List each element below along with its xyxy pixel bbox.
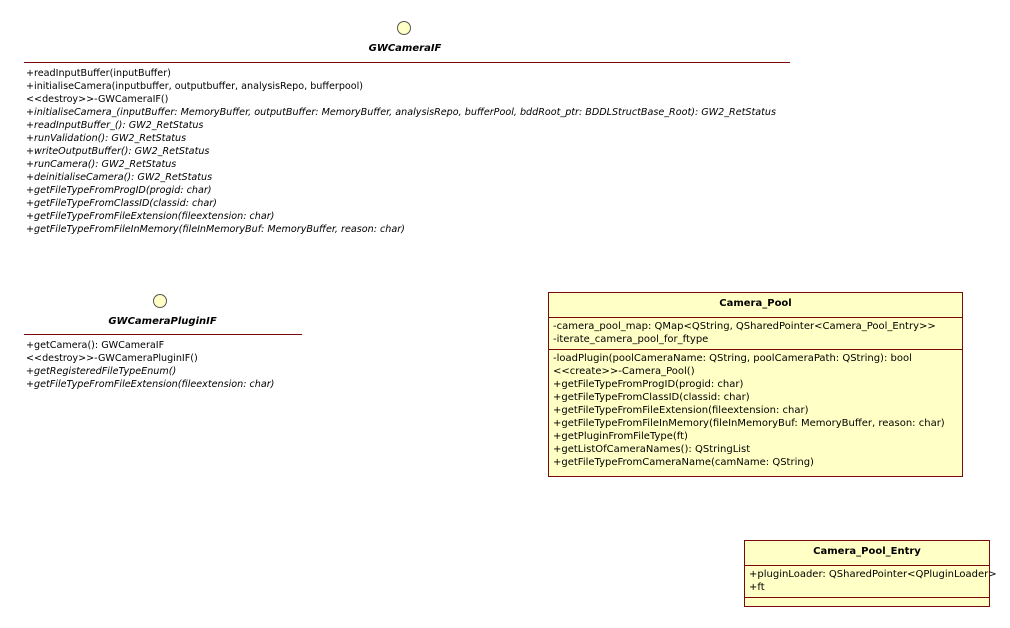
operation-item: +getFileTypeFromProgID(progid: char) [26,185,212,196]
operation-item: +getFileTypeFromCameraName(camName: QStr… [553,457,814,468]
operation-item: +getRegisteredFileTypeEnum() [26,366,177,377]
operation-item: +deinitialiseCamera(): GW2_RetStatus [26,172,213,183]
operation-item: +initialiseCamera_(inputBuffer: MemoryBu… [26,107,776,118]
attribute-item: -camera_pool_map: QMap<QString, QSharedP… [553,321,936,332]
operation-item: +getFileTypeFromProgID(progid: char) [553,379,744,390]
interface-lollipop-icon [397,21,411,35]
gwcameraplugin-if-operations: +getCamera(): GWCameraIF <<destroy>>-GWCa… [26,339,274,391]
operation-item: +runCamera(): GW2_RetStatus [26,159,177,170]
operation-item: +writeOutputBuffer(): GW2_RetStatus [26,146,210,157]
operation-item: +getFileTypeFromFileInMemory(fileInMemor… [553,418,945,429]
camera-pool-class-name: Camera_Pool [549,293,962,318]
camera-pool-entry-attributes: +pluginLoader: QSharedPointer<QPluginLoa… [745,566,997,598]
camera-pool-entry-class[interactable]: Camera_Pool_Entry +pluginLoader: QShared… [744,540,997,610]
operation-item: +getPluginFromFileType(ft) [553,431,688,442]
operation-item: +getFileTypeFromClassID(classid: char) [553,392,750,403]
operation-item: +readInputBuffer(inputBuffer) [26,68,171,79]
operation-item: +readInputBuffer_(): GW2_RetStatus [26,120,204,131]
operation-item: <<destroy>>-GWCameraIF() [26,94,169,105]
operation-item: +runValidation(): GW2_RetStatus [26,133,187,144]
gwcameraplugin-if-divider [24,334,302,335]
gwcamera-if-operations: +readInputBuffer(inputBuffer) +initialise… [26,67,776,236]
gwcamera-if-divider [24,62,790,63]
operation-item: +getFileTypeFromClassID(classid: char) [26,198,217,209]
attribute-item: -iterate_camera_pool_for_ftype [553,334,709,345]
operation-item: -loadPlugin(poolCameraName: QString, poo… [553,353,912,364]
attribute-item: +pluginLoader: QSharedPointer<QPluginLoa… [749,569,997,580]
operation-item: <<create>>-Camera_Pool() [553,366,695,377]
operation-item: +getFileTypeFromFileExtension(fileextens… [553,405,809,416]
gwcamera-if-name: GWCameraIF [368,43,442,54]
interface-lollipop-icon [153,294,167,308]
operation-item: +getFileTypeFromFileExtension(fileextens… [26,379,275,390]
camera-pool-operations: -loadPlugin(poolCameraName: QString, poo… [549,350,962,471]
operation-item: +getFileTypeFromFileInMemory(fileInMemor… [26,224,405,235]
operation-item: <<destroy>>-GWCameraPluginIF() [26,353,198,364]
camera-pool-entry-class-name: Camera_Pool_Entry [745,541,989,566]
camera-pool-entry-operations [745,598,989,610]
operation-item: +getListOfCameraNames(): QStringList [553,444,751,455]
operation-item: +initialiseCamera(inputbuffer, outputbuf… [26,81,364,92]
camera-pool-class[interactable]: Camera_Pool -camera_pool_map: QMap<QStri… [548,292,963,477]
operation-item: +getCamera(): GWCameraIF [26,340,165,351]
gwcameraplugin-if-name: GWCameraPluginIF [108,316,217,327]
operation-item: +getFileTypeFromFileExtension(fileextens… [26,211,275,222]
camera-pool-attributes: -camera_pool_map: QMap<QString, QSharedP… [549,318,962,350]
attribute-item: +ft [749,582,765,593]
